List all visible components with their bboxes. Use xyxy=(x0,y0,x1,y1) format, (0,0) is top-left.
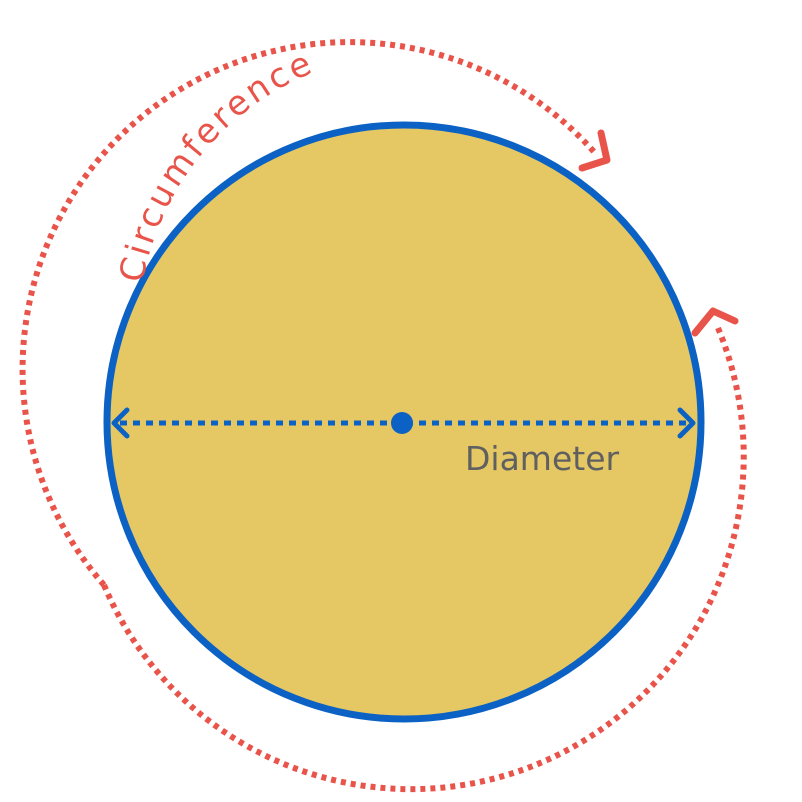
circumference-arc-lower xyxy=(101,326,747,793)
circumference-arc-upper xyxy=(19,39,598,587)
circumference-arrowhead-right-icon xyxy=(691,307,739,337)
diameter-arrowhead-left-icon xyxy=(111,407,130,439)
center-point xyxy=(391,412,413,434)
diameter-arrowhead-right-icon xyxy=(677,407,696,439)
circumference-arrowhead-top-icon xyxy=(578,129,611,172)
diameter-label: Diameter xyxy=(465,439,619,478)
